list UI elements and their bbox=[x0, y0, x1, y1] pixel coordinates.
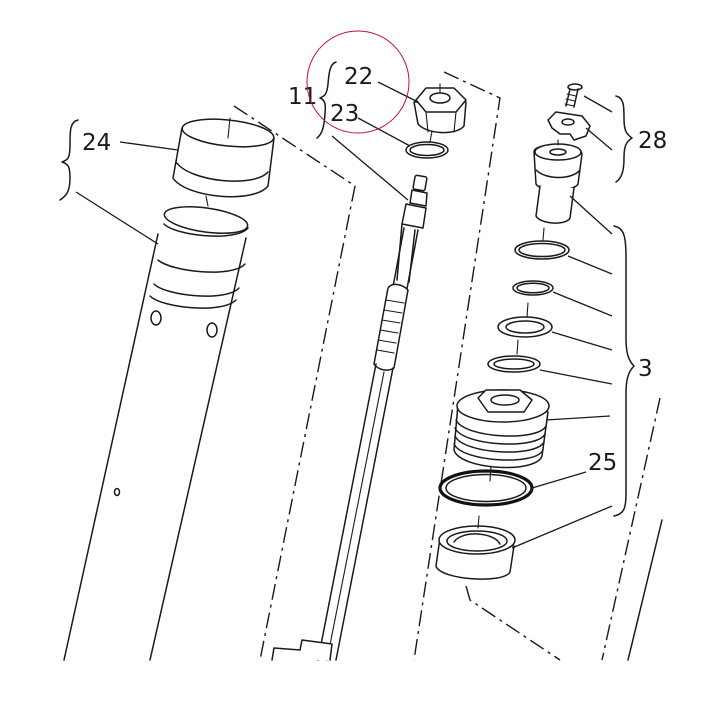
leader-28-block bbox=[585, 127, 613, 151]
label-25: 25 bbox=[588, 450, 617, 476]
circlip-d bbox=[487, 339, 541, 373]
bushing-bottom bbox=[435, 515, 516, 580]
leader-25 bbox=[531, 471, 587, 489]
bushing-24 bbox=[172, 117, 275, 198]
screw-28 bbox=[564, 83, 583, 108]
oring-23 bbox=[405, 130, 449, 159]
leader-3-c bbox=[552, 291, 613, 317]
tube-hole-right bbox=[206, 322, 218, 338]
damper-rod bbox=[271, 174, 428, 661]
label-24: 24 bbox=[82, 130, 111, 156]
oring-a bbox=[514, 227, 570, 260]
boundary-right-edge bbox=[601, 397, 661, 661]
cap-nut-threaded bbox=[453, 389, 550, 469]
leader-3-f bbox=[545, 415, 611, 421]
label-3: 3 bbox=[638, 356, 653, 382]
leader-3-b bbox=[567, 255, 613, 275]
leader-23 bbox=[357, 117, 411, 147]
nut-22 bbox=[413, 83, 467, 134]
boundary-left bbox=[233, 105, 356, 661]
boundary-middle bbox=[413, 71, 501, 661]
oring-b bbox=[512, 280, 554, 296]
boundary-right-bottom bbox=[465, 585, 561, 661]
washer-c bbox=[497, 302, 553, 338]
leader-11 bbox=[331, 135, 409, 201]
adjuster-block-28 bbox=[547, 111, 591, 141]
bracket-3 bbox=[613, 225, 635, 517]
oring-25 bbox=[438, 465, 534, 507]
label-23: 23 bbox=[330, 101, 359, 127]
bracket-28 bbox=[615, 95, 633, 183]
highlight-circle bbox=[306, 30, 410, 134]
right-edge-part bbox=[627, 519, 663, 661]
fork-tube bbox=[63, 195, 249, 661]
label-22: 22 bbox=[344, 64, 373, 90]
tube-hole-left bbox=[150, 310, 162, 326]
leader-22 bbox=[377, 81, 419, 103]
leader-24-tube bbox=[75, 191, 159, 245]
leader-3-a bbox=[569, 195, 613, 235]
bracket-24 bbox=[59, 119, 79, 201]
bracket-11 bbox=[316, 61, 337, 139]
leader-3-e bbox=[539, 369, 613, 385]
leader-24 bbox=[119, 141, 179, 151]
leader-bushing bbox=[511, 505, 613, 549]
label-28: 28 bbox=[638, 128, 667, 154]
leader-3-d bbox=[551, 331, 613, 351]
adjuster-body bbox=[533, 139, 583, 224]
leader-28-screw bbox=[583, 95, 613, 113]
